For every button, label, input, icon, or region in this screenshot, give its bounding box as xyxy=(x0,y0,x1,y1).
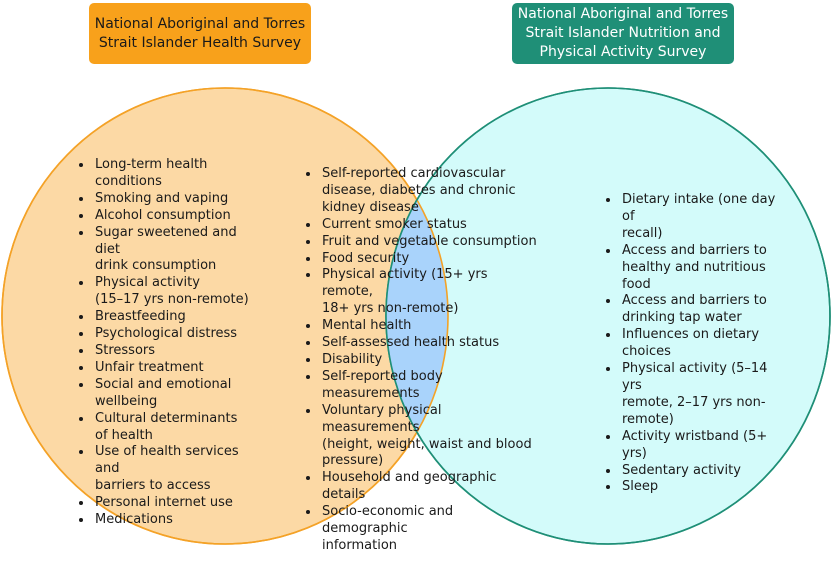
topic-item: Self-assessed health status xyxy=(320,335,542,352)
topic-item: Self-reported body measurements xyxy=(320,369,542,403)
topic-text: Medications xyxy=(95,512,173,528)
topic-text: Psychological distress xyxy=(95,326,238,342)
topic-text: Self-reported cardiovascular xyxy=(322,166,506,181)
topic-text: healthy and nutritious xyxy=(622,259,766,275)
topic-text: Sugar sweetened and diet xyxy=(95,224,237,257)
topic-text: Physical activity (5–14 yrs xyxy=(622,361,768,393)
topic-text: Food security xyxy=(322,250,410,266)
topic-item: Sleep xyxy=(620,479,790,496)
topic-text: Physical activity (15+ yrs remote, xyxy=(322,267,488,300)
topic-text: barriers to access xyxy=(95,478,211,494)
topic-item: Sedentary activity xyxy=(620,463,790,480)
left-only-topics-list: Long-term health conditionsSmoking and v… xyxy=(73,157,265,529)
topic-text: remote, 2–17 yrs non- xyxy=(622,394,766,410)
topic-item: Alcohol consumption xyxy=(93,208,265,225)
topic-text: of health xyxy=(95,427,153,443)
topic-text: Voluntary physical measurements xyxy=(322,402,442,435)
topic-text: Unfair treatment xyxy=(95,359,204,375)
topic-text: Physical activity xyxy=(95,275,200,291)
topic-text: Stressors xyxy=(95,342,156,358)
topic-text: drinking tap water xyxy=(622,310,742,326)
title-line: National Aboriginal and Torres xyxy=(517,6,729,22)
topic-text: Use of health services and xyxy=(95,444,239,477)
topic-item: Fruit and vegetable consumption xyxy=(320,234,542,251)
right-only-topics-list: Dietary intake (one day ofrecall)Access … xyxy=(600,192,790,496)
topic-text: Influences on dietary xyxy=(622,327,760,343)
topic-text: food xyxy=(622,276,651,292)
right-ellipse-outline xyxy=(385,87,831,545)
left-ellipse-outline xyxy=(1,87,449,545)
topic-item: Breastfeeding xyxy=(93,309,265,326)
topic-item: Physical activity (15+ yrs remote,18+ yr… xyxy=(320,267,542,318)
topic-item: Household and geographic details xyxy=(320,470,542,504)
topic-text: (15–17 yrs non-remote) xyxy=(95,292,249,308)
topic-item: Personal internet use xyxy=(93,495,265,512)
title-line: Physical Activity Survey xyxy=(539,44,707,60)
topic-item: Voluntary physical measurements(height, … xyxy=(320,403,542,471)
topic-item: Long-term health conditions xyxy=(93,157,265,191)
topic-text: Self-assessed health status xyxy=(322,335,500,351)
topic-text: disease, diabetes and chronic xyxy=(322,182,516,198)
topic-item: Mental health xyxy=(320,318,542,335)
topic-text: Long-term health conditions xyxy=(95,157,208,189)
topic-text: Mental health xyxy=(322,318,412,334)
topic-text: Access and barriers to xyxy=(622,242,767,258)
topic-text: Breastfeeding xyxy=(95,309,186,325)
topic-item: Unfair treatment xyxy=(93,360,265,377)
topic-text: Disability xyxy=(322,351,383,367)
topic-item: Food security xyxy=(320,251,542,268)
topic-text: Activity wristband (5+ yrs) xyxy=(622,428,768,461)
topic-text: Sleep xyxy=(622,479,659,495)
topic-text: 18+ yrs non-remote) xyxy=(322,301,459,317)
topic-text: Social and emotional xyxy=(95,376,232,392)
topic-item: Current smoker status xyxy=(320,217,542,234)
topic-text: Cultural determinants xyxy=(95,410,238,426)
topic-item: Disability xyxy=(320,352,542,369)
title-line: National Aboriginal and Torres xyxy=(94,15,306,32)
topic-item: Activity wristband (5+ yrs) xyxy=(620,429,790,463)
topic-item: Physical activity(15–17 yrs non-remote) xyxy=(93,275,265,309)
topic-text: Access and barriers to xyxy=(622,293,767,309)
topic-text: Alcohol consumption xyxy=(95,207,231,223)
topic-text: Self-reported body measurements xyxy=(322,368,443,401)
topic-text: Household and geographic details xyxy=(322,470,497,503)
topic-text: Current smoker status xyxy=(322,216,467,232)
topic-text: drink consumption xyxy=(95,258,217,274)
topic-text: wellbeing xyxy=(95,393,158,409)
topic-text: pressure) xyxy=(322,453,384,469)
topic-text: Personal internet use xyxy=(95,495,233,511)
title-line: Strait Islander Health Survey xyxy=(98,34,302,51)
topic-item: Stressors xyxy=(93,343,265,360)
topic-text: recall) xyxy=(622,225,663,241)
topic-text: information xyxy=(322,537,398,553)
topic-text: Dietary intake (one day of xyxy=(622,192,776,224)
topic-item: Psychological distress xyxy=(93,326,265,343)
topic-text: Smoking and vaping xyxy=(95,190,229,206)
topic-text: Socio-economic and demographic xyxy=(322,504,454,537)
topic-text: kidney disease xyxy=(322,199,419,215)
topic-text: remote) xyxy=(622,411,674,427)
topic-item: Medications xyxy=(93,512,265,529)
topic-item: Smoking and vaping xyxy=(93,191,265,208)
topic-text: choices xyxy=(622,344,671,360)
topic-text: Sedentary activity xyxy=(622,462,741,478)
topic-text: Fruit and vegetable consumption xyxy=(322,233,537,249)
topic-text: (height, weight, waist and blood xyxy=(322,436,532,452)
topic-item: Socio-economic and demographicinformatio… xyxy=(320,504,542,555)
title-line: Strait Islander Nutrition and xyxy=(525,25,721,41)
